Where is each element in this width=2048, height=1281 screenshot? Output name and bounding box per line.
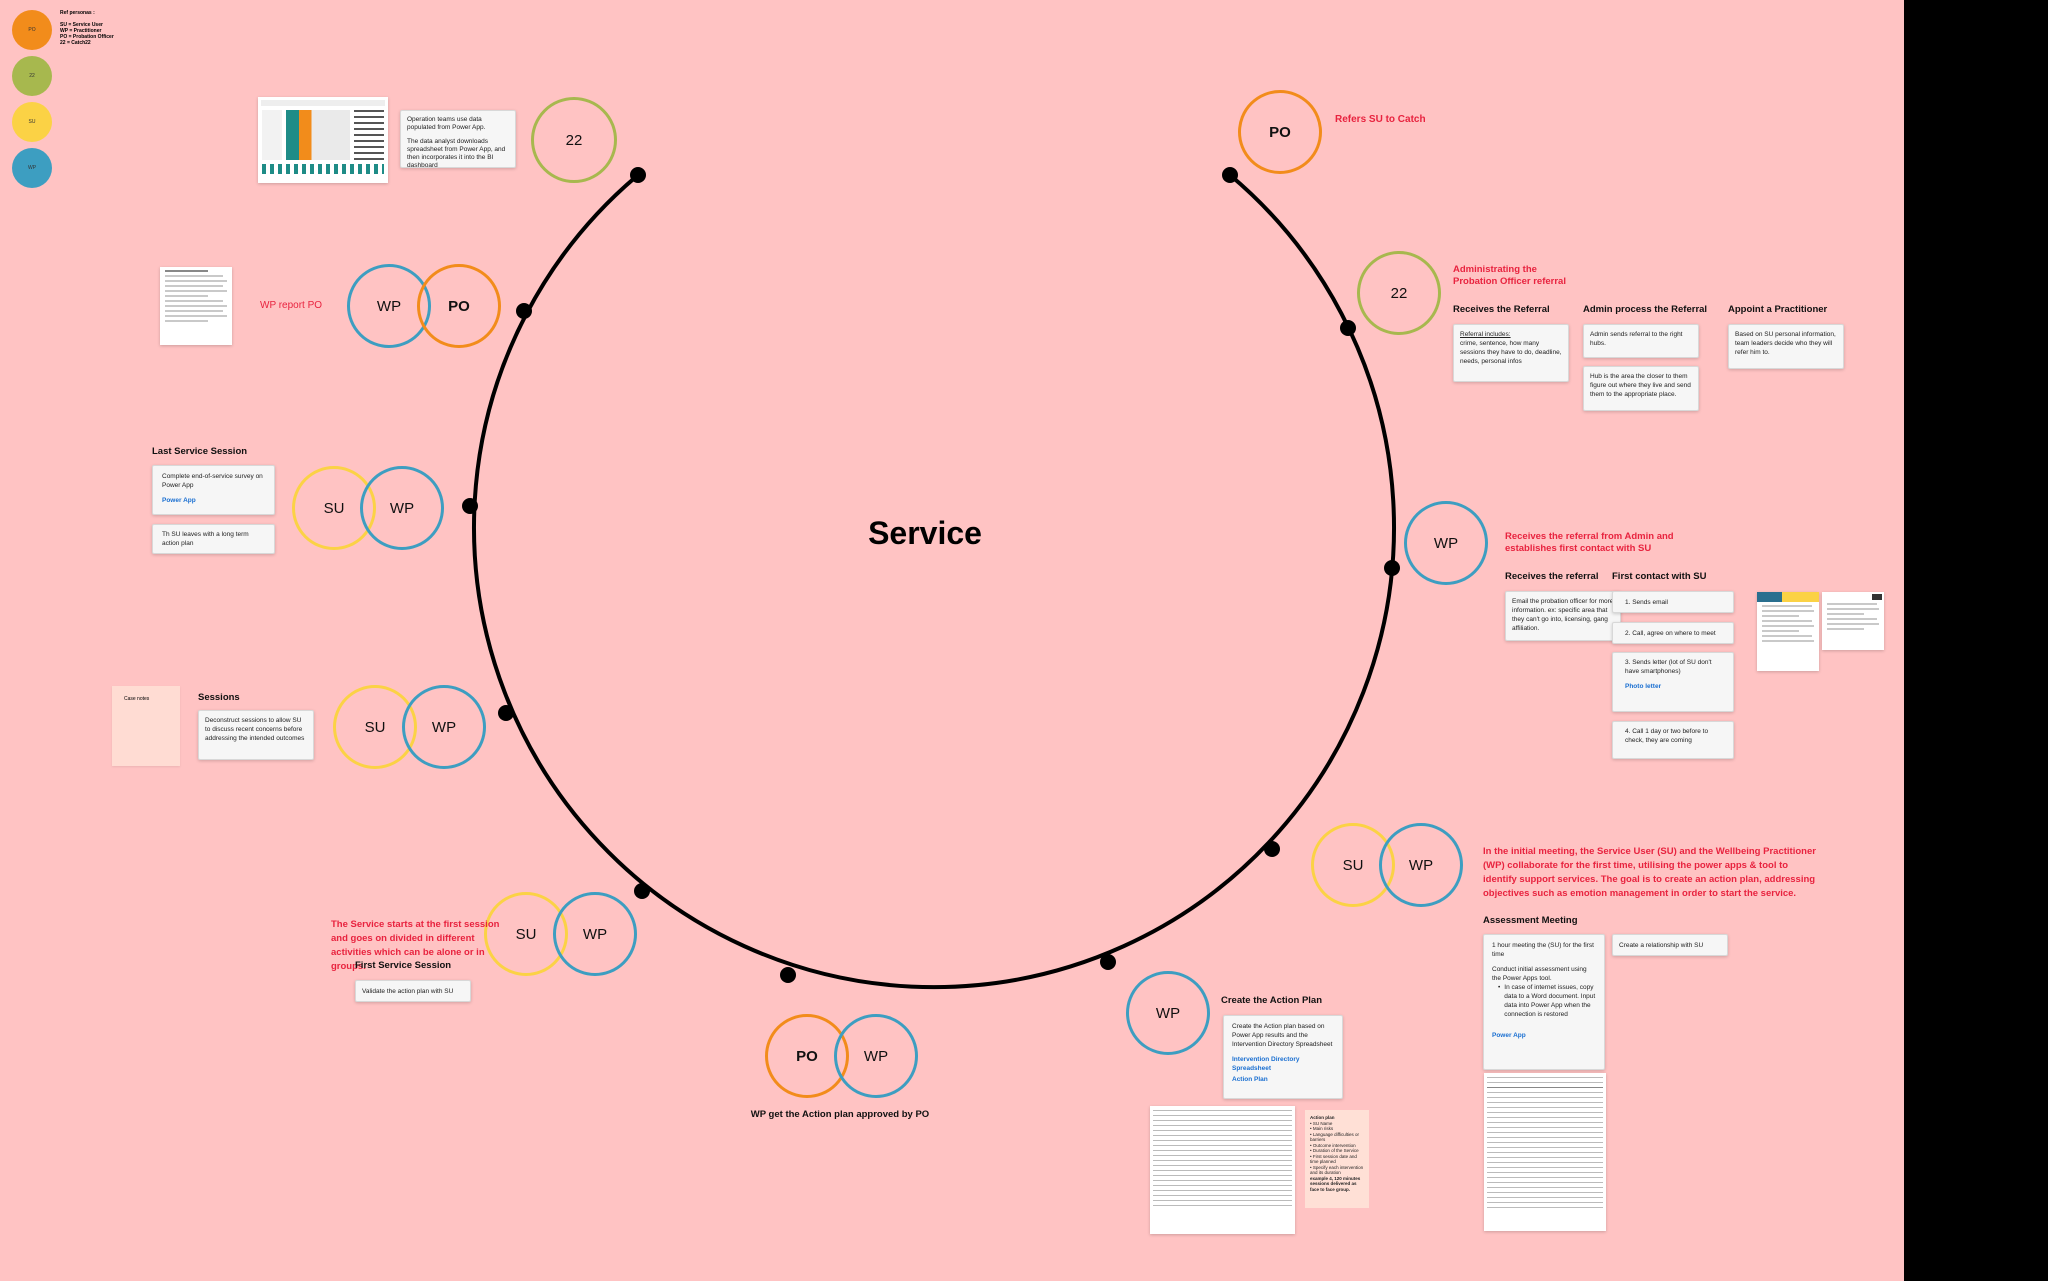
sessions-note: Deconstruct sessions to allow SU to disc… — [198, 710, 314, 760]
approval-caption: WP get the Action plan approved by PO — [750, 1109, 930, 1120]
action-plan-list-card: Action plan • SU Name • Main risks • Lan… — [1305, 1110, 1369, 1208]
action-plan-item-1: • SU Name — [1310, 1120, 1333, 1126]
first-contact-step3: 3. Sends letter (lot of SU don't have sm… — [1612, 652, 1734, 712]
right-black-strip — [1904, 0, 2048, 1281]
first-contact-step4: 4. Call 1 day or two before to check, th… — [1612, 721, 1734, 759]
last-session-title: Last Service Session — [152, 446, 248, 457]
first-contact-step2: 2. Call, agree on where to meet — [1612, 622, 1734, 644]
photo-letter-link[interactable]: Photo letter — [1625, 683, 1662, 690]
first-contact-col2-title: First contact with SU — [1612, 571, 1707, 582]
wheel-node-6 — [1100, 954, 1116, 970]
first-session-title: First Service Session — [355, 960, 452, 971]
legend-text: Ref personas : SU = Service User WP = Pr… — [60, 10, 114, 46]
intervention-directory-link[interactable]: Intervention Directory Spreadsheet — [1232, 1056, 1300, 1072]
report-document-thumbnail[interactable] — [160, 267, 232, 345]
wp-ring-action-plan: WP — [1126, 971, 1210, 1055]
refers-caption: Refers SU to Catch — [1335, 114, 1426, 125]
first-contact-caption: Receives the referral from Admin and est… — [1505, 531, 1674, 554]
admin-col2-title: Admin process the Referral — [1583, 304, 1708, 315]
admin-col2-note2: Hub is the area the closer to them figur… — [1583, 366, 1699, 411]
action-plan-item-4: • Outcome intervention — [1310, 1142, 1356, 1148]
catch22-ring-dashboard: 22 — [531, 97, 617, 183]
legend-dot-22: 22 — [12, 56, 52, 96]
action-plan-item-7: • Specify each intervention and its dura… — [1310, 1164, 1364, 1176]
catch22-ring-admin: 22 — [1357, 251, 1441, 335]
legend-dot-po: PO — [12, 10, 52, 50]
wheel-node-10 — [462, 498, 478, 514]
wp-ring-last-session: WP — [360, 466, 444, 550]
admin-col1-note: Referral includes: crime, sentence, how … — [1453, 324, 1569, 382]
first-contact-col1-note: Email the probation officer for more inf… — [1505, 591, 1621, 641]
action-plan-note: Create the Action plan based on Power Ap… — [1223, 1015, 1343, 1099]
assessment-caption: In the initial meeting, the Service User… — [1483, 846, 1816, 899]
action-plan-link[interactable]: Action Plan — [1232, 1076, 1268, 1083]
report-caption: WP report PO — [260, 300, 323, 311]
first-session-caption: The Service starts at the first session … — [331, 919, 500, 972]
action-plan-title: Create the Action Plan — [1221, 995, 1323, 1006]
last-session-note1: Complete end-of-service survey on Power … — [152, 465, 275, 515]
action-plan-item-5: • Duration of the Service — [1310, 1148, 1359, 1153]
admin-col1-title: Receives the Referral — [1453, 304, 1550, 315]
po-ring-refers: PO — [1238, 90, 1322, 174]
power-app-link-last-session[interactable]: Power App — [162, 497, 196, 504]
admin-col3-note: Based on SU personal information, team l… — [1728, 324, 1844, 369]
wp-ring-sessions: WP — [402, 685, 486, 769]
legend-dot-su: SU — [12, 102, 52, 142]
wheel-node-4 — [1384, 560, 1400, 576]
wheel-node-11 — [516, 303, 532, 319]
admin-col3-title: Appoint a Practitioner — [1728, 304, 1828, 315]
wheel-node-3 — [1340, 320, 1356, 336]
wheel-node-9 — [498, 705, 514, 721]
assessment-title: Assessment Meeting — [1483, 915, 1578, 926]
case-notes-card: Case notes — [112, 686, 180, 766]
wheel-node-8 — [634, 883, 650, 899]
first-session-note: Validate the action plan with SU — [355, 980, 471, 1002]
letter-thumbnail-2[interactable] — [1822, 592, 1884, 650]
po-ring-report: PO — [417, 264, 501, 348]
assessment-note: 1 hour meeting the (SU) for the first ti… — [1483, 934, 1605, 1070]
service-wheel — [462, 167, 1400, 990]
wheel-node-7 — [780, 967, 796, 983]
wheel-nodes — [462, 167, 1400, 983]
sessions-title: Sessions — [198, 692, 240, 703]
letter-thumbnail-1[interactable] — [1757, 592, 1819, 671]
relationship-note: Create a relationship with SU — [1612, 934, 1728, 956]
first-contact-col1-title: Receives the referral — [1505, 571, 1599, 582]
wheel-node-5 — [1264, 841, 1280, 857]
admin-col2-note1: Admin sends referral to the right hubs. — [1583, 324, 1699, 358]
action-plan-item-2: • Main risks — [1310, 1126, 1334, 1131]
wp-ring-assessment: WP — [1379, 823, 1463, 907]
service-arc — [472, 173, 1396, 990]
action-plan-item-3: • Language difficulties or barriers — [1310, 1131, 1360, 1143]
power-app-link-assessment[interactable]: Power App — [1492, 1032, 1526, 1039]
admin-caption: Administrating the Probation Officer ref… — [1453, 264, 1566, 287]
legend-dot-wp: WP — [12, 148, 52, 188]
bi-dashboard-thumbnail[interactable] — [258, 97, 388, 183]
wheel-node-2 — [1222, 167, 1238, 183]
center-title: Service — [868, 515, 982, 551]
wp-ring-first-session: WP — [553, 892, 637, 976]
first-contact-step1: 1. Sends email — [1612, 591, 1734, 613]
last-session-note2: Th SU leaves with a long term action pla… — [152, 524, 275, 554]
dashboard-note: Operation teams use data populated from … — [400, 110, 516, 169]
action-plan-spreadsheet-thumbnail[interactable] — [1150, 1106, 1295, 1234]
wp-ring-approval: WP — [834, 1014, 918, 1098]
wheel-node-1 — [630, 167, 646, 183]
assessment-document-thumbnail[interactable] — [1484, 1073, 1606, 1231]
wp-ring-first-contact: WP — [1404, 501, 1488, 585]
action-plan-item-6: • First session date and time planned — [1310, 1153, 1357, 1165]
